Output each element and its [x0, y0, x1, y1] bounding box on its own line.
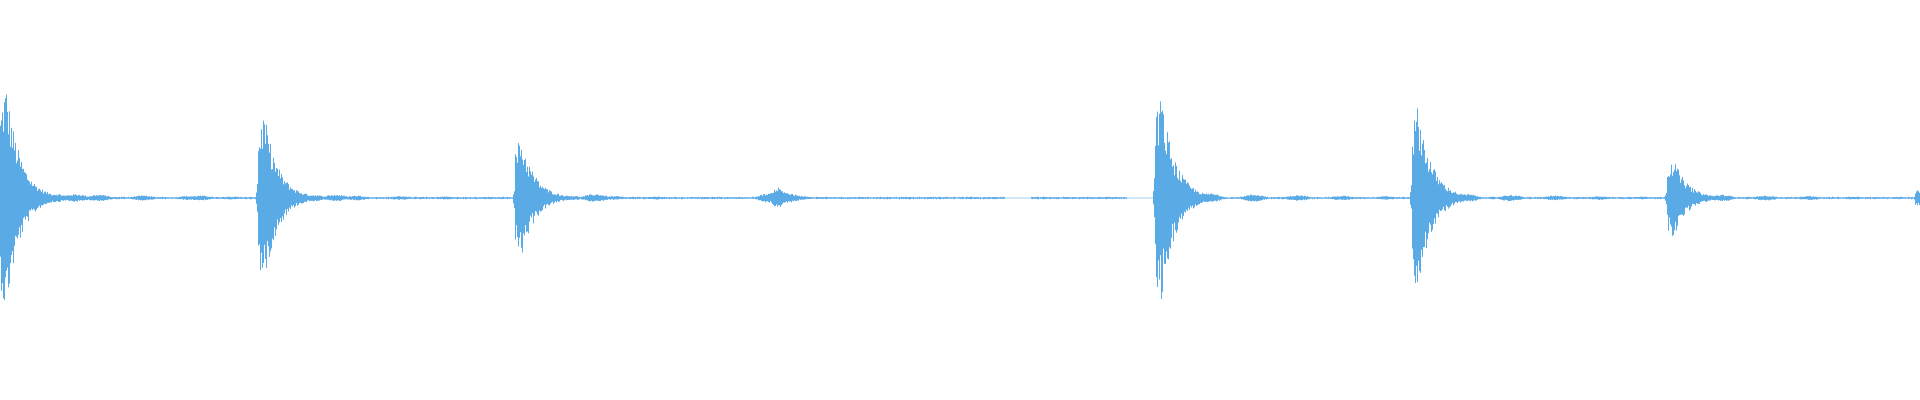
waveform-samples [0, 94, 1920, 300]
